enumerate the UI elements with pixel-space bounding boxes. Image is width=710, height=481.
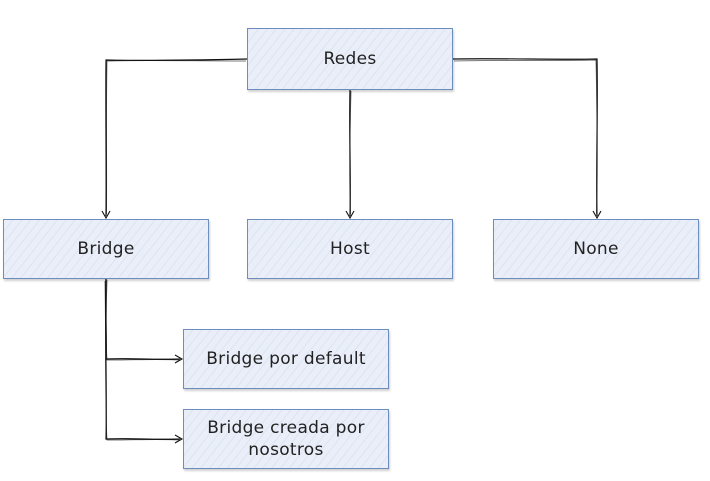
- node-host: Host: [247, 219, 453, 279]
- node-bridge-default-label: Bridge por default: [206, 349, 366, 369]
- edge-redes-none: [452, 58, 602, 220]
- node-none-label: None: [573, 239, 619, 259]
- node-bridge-creada: Bridge creada por nosotros: [183, 409, 389, 469]
- edge-redes-bridge: [101, 58, 248, 220]
- edge-redes-host: [345, 89, 355, 220]
- edge-bridge-creada: [104, 278, 184, 444]
- node-redes-label: Redes: [323, 49, 377, 69]
- node-bridge: Bridge: [3, 219, 209, 279]
- node-redes: Redes: [247, 28, 453, 90]
- edge-bridge-default: [105, 278, 184, 364]
- node-bridge-creada-label: Bridge creada por nosotros: [207, 418, 365, 460]
- node-host-label: Host: [330, 239, 370, 259]
- node-bridge-label: Bridge: [77, 239, 135, 259]
- node-none: None: [493, 219, 699, 279]
- node-bridge-default: Bridge por default: [183, 329, 389, 389]
